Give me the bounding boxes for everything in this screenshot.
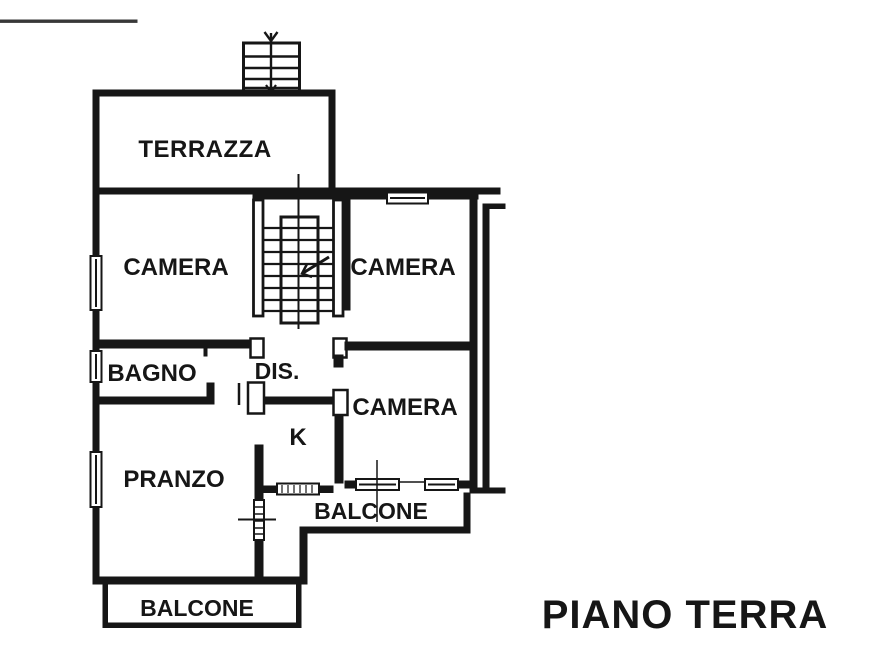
french-door-symbol — [238, 499, 276, 541]
room-label-terrazza: TERRAZZA — [138, 136, 271, 163]
room-label-camera-se: CAMERA — [352, 394, 457, 421]
ink-stroke-group: TERRAZZA CAMERA CAMERA BAGNO DIS. CAMERA… — [0, 19, 829, 637]
scan-artifact — [0, 19, 138, 23]
arrow-head-icon — [300, 263, 313, 279]
terrazza-walls — [92, 89, 336, 189]
room-labels: TERRAZZA CAMERA CAMERA BAGNO DIS. CAMERA… — [107, 136, 829, 637]
room-label-balcone-bottom: BALCONE — [140, 595, 254, 621]
window-symbols-left — [89, 255, 103, 508]
window-symbol-kitchen — [276, 482, 320, 496]
room-label-cucina: K — [289, 424, 307, 451]
room-label-bagno: BAGNO — [107, 360, 196, 387]
adjacent-unit-outline — [469, 203, 506, 494]
camera-se-south-wall — [344, 460, 471, 522]
door-jamb — [249, 337, 265, 359]
ink-fill-group: TERRAZZA CAMERA CAMERA BAGNO DIS. CAMERA… — [0, 19, 829, 637]
door-jamb — [246, 381, 266, 415]
stair-direction-arrow — [302, 255, 330, 275]
balcone-bottom-walls — [102, 583, 302, 628]
room-label-pranzo: PRANZO — [123, 466, 224, 493]
arrow-down-icon — [263, 31, 279, 44]
internal-staircase — [252, 174, 351, 329]
plan-title: PIANO TERRA — [542, 593, 829, 637]
room-label-camera-ne: CAMERA — [350, 254, 455, 281]
balcone-right-walls — [299, 492, 471, 585]
door-tick — [203, 347, 208, 357]
door-jamb — [332, 388, 349, 417]
room-label-balcone-right: BALCONE — [314, 498, 428, 524]
room-label-camera-nw: CAMERA — [123, 254, 228, 281]
window-symbol-top — [386, 191, 429, 205]
room-label-dis: DIS. — [255, 358, 300, 384]
external-stairs — [242, 31, 301, 96]
